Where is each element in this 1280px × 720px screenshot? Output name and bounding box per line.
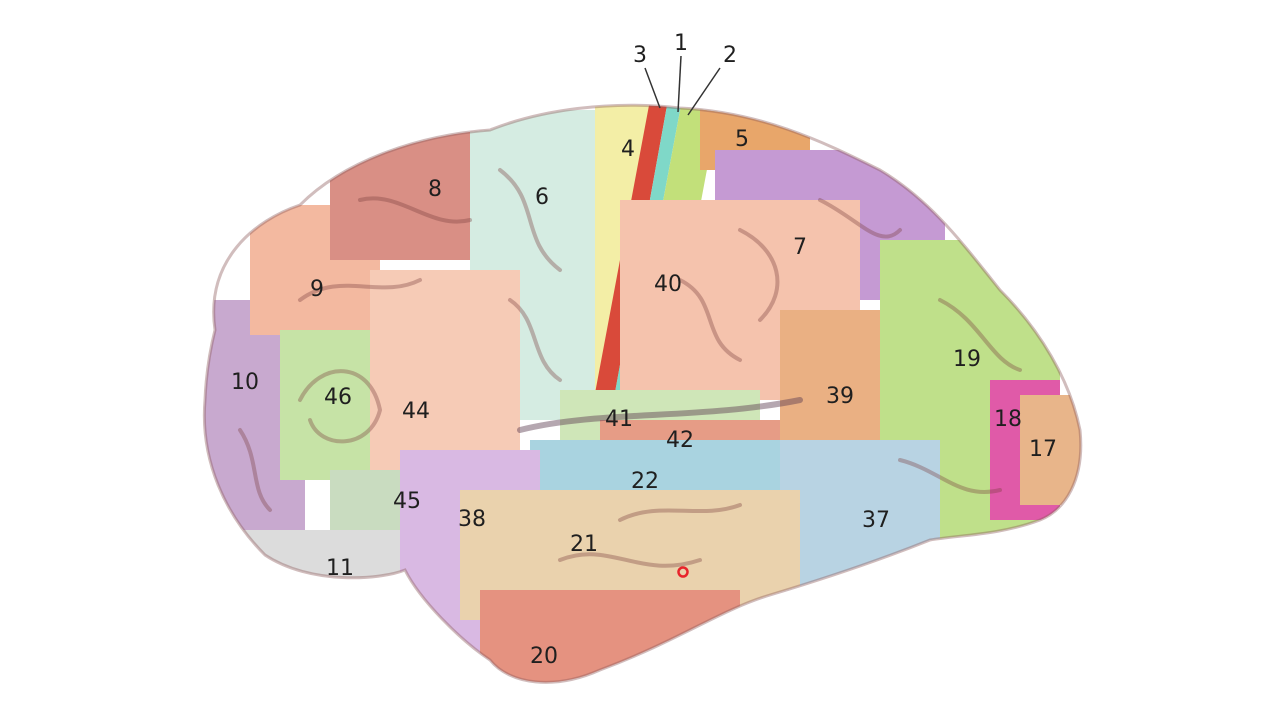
marker-dot (677, 566, 689, 578)
label-area-4: 4 (621, 137, 635, 162)
label-area-21: 21 (570, 532, 598, 557)
label-area-6: 6 (535, 185, 549, 210)
label-area-20: 20 (530, 644, 558, 669)
label-area-5: 5 (735, 127, 749, 152)
leader-line-2 (687, 67, 721, 116)
label-area-18: 18 (994, 407, 1022, 432)
label-area-17: 17 (1029, 437, 1057, 462)
label-area-19: 19 (953, 347, 981, 372)
label-area-41: 41 (605, 407, 633, 432)
label-area-46: 46 (324, 385, 352, 410)
label-area-3: 3 (633, 43, 647, 68)
area-20-region (480, 590, 740, 683)
label-area-37: 37 (862, 508, 890, 533)
label-area-7: 7 (793, 235, 807, 260)
label-area-39: 39 (826, 384, 854, 409)
leader-line-1 (677, 55, 682, 113)
label-area-22: 22 (631, 469, 659, 494)
label-area-42: 42 (666, 428, 694, 453)
leader-line-3 (644, 67, 661, 109)
label-area-1: 1 (674, 31, 688, 56)
label-area-11: 11 (326, 556, 354, 581)
label-area-2: 2 (723, 43, 737, 68)
label-area-44: 44 (402, 399, 430, 424)
brain-outline (202, 103, 1083, 684)
label-area-10: 10 (231, 370, 259, 395)
label-area-40: 40 (654, 272, 682, 297)
area-44-region (370, 270, 520, 470)
label-area-38: 38 (458, 507, 486, 532)
label-area-9: 9 (310, 277, 324, 302)
label-area-8: 8 (428, 177, 442, 202)
area-17-region (1020, 395, 1081, 505)
area-11-region (230, 530, 420, 600)
label-area-45: 45 (393, 489, 421, 514)
area-8-region (330, 120, 490, 260)
